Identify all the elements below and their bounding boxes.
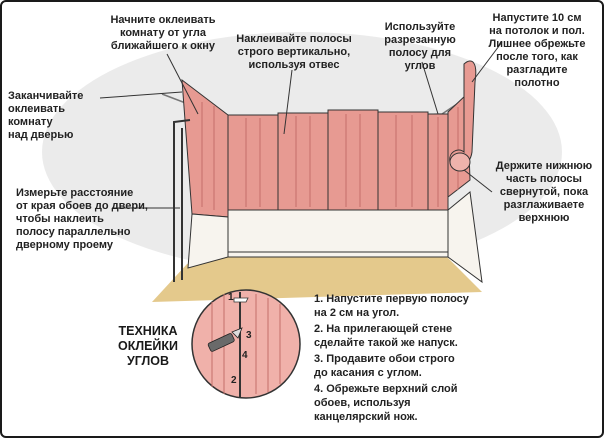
wallpaper-texture [201,102,459,210]
step-marker-1: 1 [228,292,234,303]
label-finish-over-door: Заканчивайте оклеивать комнату над дверь… [8,90,84,141]
label-cut-strip-corners: Используйте разрезанную полосу для углов [384,21,456,72]
back-wall-wallpaper [227,109,449,211]
technique-step: 2. На прилегающей стене сделайте такой ж… [314,323,458,349]
label-overlap-ceiling-floor: Напустите 10 см на потолок и пол. Лишнее… [488,12,586,89]
corner-technique-illustration [191,289,301,399]
label-measure-door-distance: Измерьте расстояние от края обоев до две… [16,187,148,251]
step-marker-3: 3 [246,330,252,341]
technique-step: 3. Продавите обои строго до касания с уг… [314,353,455,379]
hanging-strip [449,60,477,172]
step-marker-2: 2 [231,375,237,386]
technique-steps: 1. Напустите первую полосу на 2 см на уг… [314,292,514,426]
label-keep-bottom-rolled: Держите нижнюю часть полосы свернутой, п… [495,160,593,224]
lower-wall-back [227,209,449,258]
label-corner-start: Начните оклеивать комнату от угла ближай… [110,14,216,52]
label-vertical-plumb: Наклеивайте полосы строго вертикально, и… [236,33,352,71]
wallpaper-strip [227,114,279,211]
wallpaper-strip [377,111,429,211]
lower-wall-right [447,191,483,284]
technique-step: 1. Напустите первую полосу на 2 см на уг… [314,293,469,319]
wallpaper-strip [327,109,379,211]
technique-title: ТЕХНИКА ОКЛЕЙКИ УГЛОВ [117,324,179,368]
leader-lines [99,41,503,209]
floor [152,254,482,302]
utility-knife [207,327,243,352]
step-marker-4: 4 [242,350,248,361]
door-frame [173,119,191,282]
technique-step: 4. Обрежьте верхний слой обоев, использу… [314,383,458,423]
wallpaper-strip [277,112,329,211]
